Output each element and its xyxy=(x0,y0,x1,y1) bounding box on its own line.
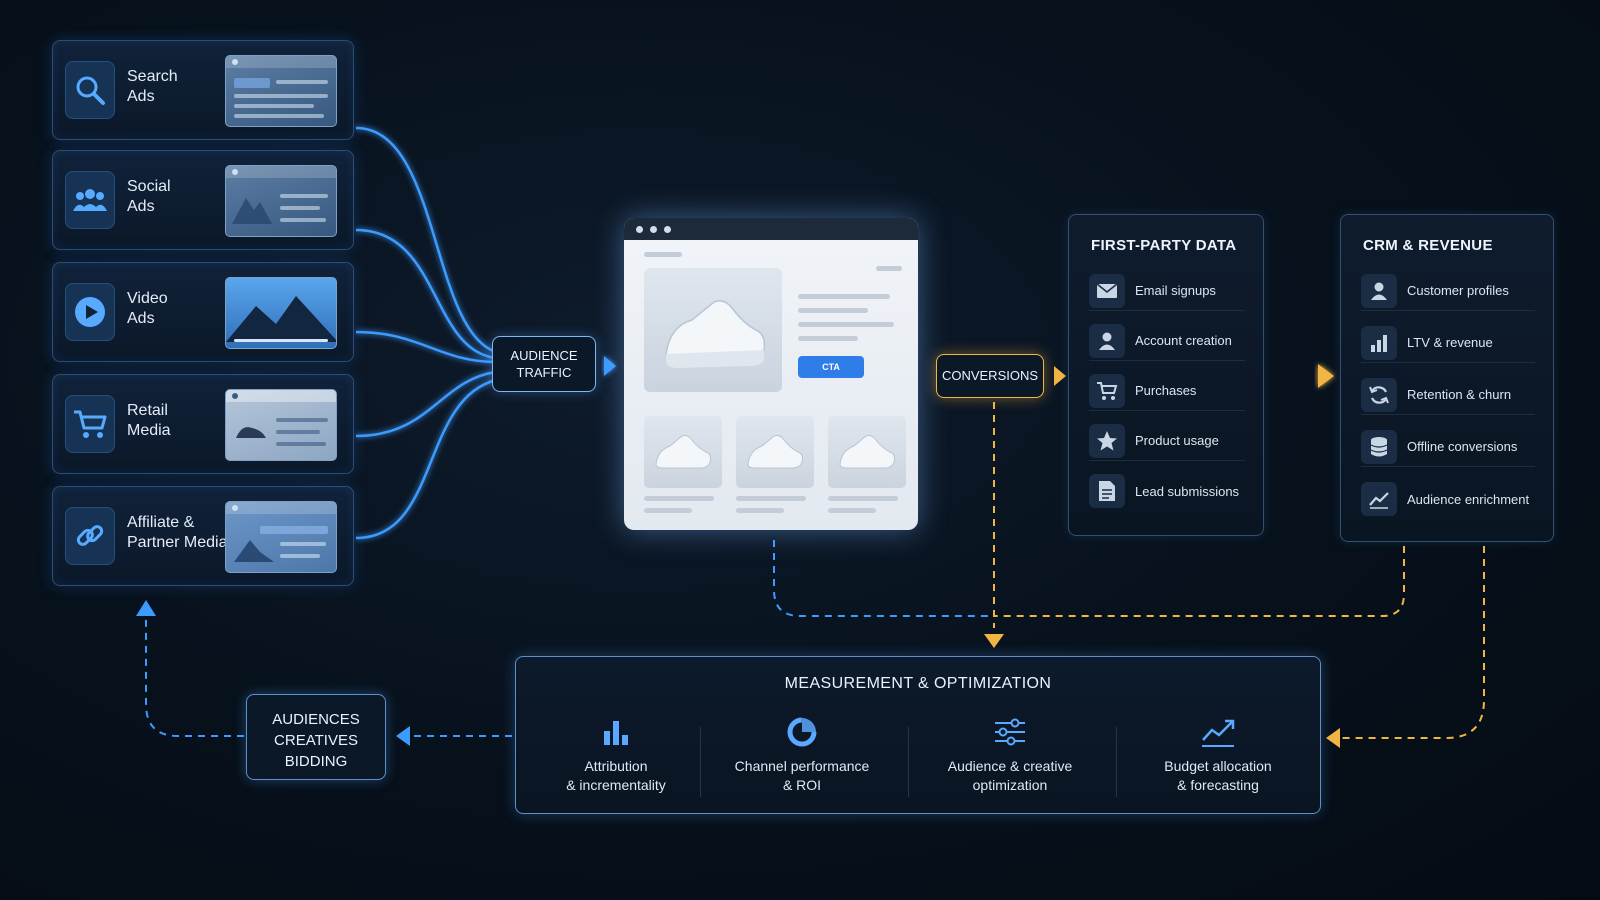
video-preview-thumbnail xyxy=(225,277,337,349)
list-item: Retention & churn xyxy=(1361,375,1535,415)
list-item: Customer profiles xyxy=(1361,271,1535,311)
bar-chart-icon xyxy=(516,713,716,751)
arrow-to-crm xyxy=(1318,364,1334,388)
sneaker-icon xyxy=(839,435,895,469)
list-item: Account creation xyxy=(1089,321,1245,361)
dashed-feedback-to-channels xyxy=(145,616,244,737)
list-item: Product usage xyxy=(1089,421,1245,461)
arrow-into-measure xyxy=(984,634,1004,648)
people-icon xyxy=(65,171,115,229)
audience-traffic-node: AUDIENCE TRAFFIC xyxy=(492,336,596,392)
play-icon xyxy=(65,283,115,341)
measurement-item-attribution: Attribution& incrementality xyxy=(516,713,716,803)
list-item: Email signups xyxy=(1089,271,1245,311)
measurement-optimization-panel: MEASUREMENT & OPTIMIZATION Attribution& … xyxy=(515,656,1321,814)
first-party-data-panel: FIRST-PARTY DATA Email signups Account c… xyxy=(1068,214,1264,536)
product-tile xyxy=(736,416,814,488)
list-item: Audience enrichment xyxy=(1361,479,1535,519)
crm-revenue-panel: CRM & REVENUE Customer profiles LTV & re… xyxy=(1340,214,1554,542)
hero-product-image xyxy=(644,268,782,392)
panel-title: MEASUREMENT & OPTIMIZATION xyxy=(784,675,1052,692)
panel-title: FIRST-PARTY DATA xyxy=(1091,237,1237,254)
dashed-crm-left-to-measure xyxy=(994,546,1405,617)
product-tile xyxy=(644,416,722,488)
ad-preview-thumbnail xyxy=(225,55,337,127)
channel-label: Affiliate &Partner Media xyxy=(127,514,228,551)
search-icon xyxy=(65,61,115,119)
arrow-to-channels xyxy=(136,600,156,616)
browser-title-bar xyxy=(624,218,918,240)
divider xyxy=(908,727,909,797)
measurement-item-budget: Budget allocation& forecasting xyxy=(1118,713,1318,803)
arrow-crm-into-measure xyxy=(1326,728,1340,748)
divider xyxy=(700,727,701,797)
product-tile xyxy=(828,416,906,488)
channel-affiliate-partner-media: Affiliate &Partner Media xyxy=(52,486,354,586)
landing-page-mockup: CTA xyxy=(624,218,918,530)
ad-preview-thumbnail xyxy=(225,501,337,573)
list-item: Purchases xyxy=(1089,371,1245,411)
database-icon xyxy=(1361,429,1397,464)
ad-preview-thumbnail xyxy=(225,389,337,461)
trend-up-icon xyxy=(1118,713,1318,751)
ad-preview-thumbnail xyxy=(225,165,337,237)
wire-video xyxy=(355,330,497,364)
wire-affiliate xyxy=(355,378,497,540)
sneaker-icon xyxy=(655,435,711,469)
arrow-traffic-to-site xyxy=(604,356,616,376)
bar-chart-icon xyxy=(1361,325,1397,360)
cart-icon xyxy=(1089,373,1125,408)
envelope-icon xyxy=(1089,273,1125,308)
arrow-to-firstparty xyxy=(1054,366,1066,386)
document-icon xyxy=(1089,474,1125,508)
wire-social xyxy=(355,228,497,360)
dashed-crm-right-to-measure xyxy=(1336,546,1485,739)
cta-button[interactable]: CTA xyxy=(798,356,864,378)
cart-icon xyxy=(65,395,115,453)
measurement-item-channel-performance: Channel performance& ROI xyxy=(702,713,902,803)
list-item: LTV & revenue xyxy=(1361,323,1535,363)
divider xyxy=(1116,727,1117,797)
panel-title: CRM & REVENUE xyxy=(1363,237,1493,254)
link-icon xyxy=(65,507,115,565)
trend-icon xyxy=(1361,482,1397,516)
dashed-site-to-measure xyxy=(773,540,990,617)
sneaker-icon xyxy=(747,435,803,469)
user-icon xyxy=(1361,273,1397,308)
refresh-icon xyxy=(1361,377,1397,412)
sneaker-icon xyxy=(665,300,766,368)
user-icon xyxy=(1089,323,1125,358)
wire-retail xyxy=(355,370,497,438)
donut-chart-icon xyxy=(702,713,902,751)
list-item: Offline conversions xyxy=(1361,427,1535,467)
sliders-icon xyxy=(910,713,1110,751)
feedback-node: AUDIENCES CREATIVES BIDDING xyxy=(246,694,386,780)
star-icon xyxy=(1089,423,1125,458)
conversions-node: CONVERSIONS xyxy=(936,354,1044,398)
arrow-to-feedback xyxy=(396,726,410,746)
wire-search xyxy=(355,126,497,354)
list-item: Lead submissions xyxy=(1089,471,1245,511)
